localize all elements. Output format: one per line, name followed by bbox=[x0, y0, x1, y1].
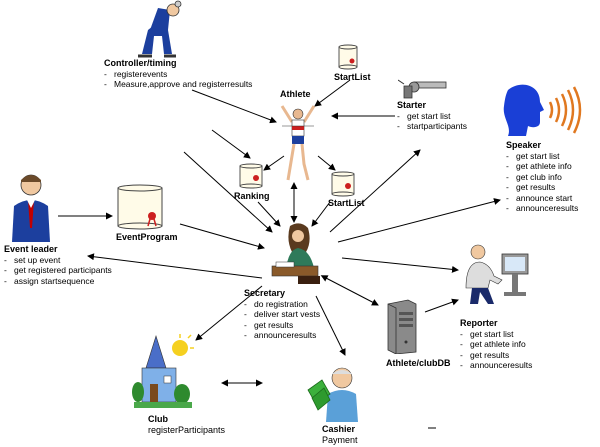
controller-timing-items: registerevents Measure,approve and regis… bbox=[104, 69, 252, 90]
arrow-eventprogram-secretary bbox=[179, 223, 265, 250]
reporter-item: get start list bbox=[460, 329, 532, 340]
cashier-subtitle: Payment bbox=[322, 434, 358, 445]
runner-icon bbox=[280, 105, 316, 181]
arrow-secretary-cashier bbox=[315, 295, 346, 356]
server-tower-icon bbox=[387, 299, 417, 354]
eventprogram-node: EventProgram bbox=[116, 232, 178, 243]
running-man-stopwatch-icon bbox=[138, 0, 182, 58]
event-leader-item: set up event bbox=[4, 255, 112, 266]
arrow-secretary-db bbox=[320, 275, 379, 306]
arrow-ranking-secretary bbox=[257, 201, 281, 227]
woman-writing-icon bbox=[271, 223, 320, 284]
speaker-item: announce start bbox=[506, 193, 578, 204]
scroll-icon bbox=[117, 184, 163, 230]
controller-item: registerevents bbox=[104, 69, 252, 80]
computer-user-icon bbox=[465, 244, 529, 304]
arrow-controller-athlete bbox=[191, 89, 277, 124]
reporter-item: get results bbox=[460, 350, 532, 361]
startlist-mid-title: StartList bbox=[328, 198, 365, 208]
event-leader-title: Event leader bbox=[4, 244, 58, 254]
startlist-mid-node: StartList bbox=[328, 198, 365, 209]
cashier-node: Cashier Payment bbox=[322, 424, 358, 445]
starter-item: get start list bbox=[397, 111, 467, 122]
startlist-top-node: StartList bbox=[334, 72, 371, 83]
scroll-icon bbox=[338, 44, 358, 70]
arrow-athlete-startlist bbox=[317, 155, 336, 171]
arrow-secretary-eventleader bbox=[87, 253, 263, 279]
scroll-icon bbox=[239, 163, 263, 189]
reporter-node: Reporter get start list get athlete info… bbox=[460, 318, 532, 371]
scroll-icon bbox=[331, 171, 355, 197]
starter-item: startparticipants bbox=[397, 121, 467, 132]
arrow-secretary-speaker bbox=[337, 198, 501, 243]
secretary-item: get results bbox=[244, 320, 320, 331]
athlete-node: Athlete bbox=[280, 89, 311, 100]
event-leader-items: set up event get registered participants… bbox=[4, 255, 112, 287]
speaker-items: get start list get athlete info get club… bbox=[506, 151, 578, 214]
club-node: Club registerParticipants bbox=[148, 414, 225, 435]
speaker-title: Speaker bbox=[506, 140, 542, 150]
speaker-item: get start list bbox=[506, 151, 578, 162]
businessman-icon bbox=[12, 174, 50, 242]
athlete-title: Athlete bbox=[280, 89, 311, 99]
secretary-title: Secretary bbox=[244, 288, 286, 298]
arrow-startlist-secretary bbox=[311, 201, 331, 227]
cashier-title: Cashier bbox=[322, 424, 356, 434]
reporter-item: get athlete info bbox=[460, 339, 532, 350]
event-leader-node: Event leader set up event get registered… bbox=[4, 244, 112, 286]
reporter-title: Reporter bbox=[460, 318, 498, 328]
man-with-money-icon bbox=[307, 367, 358, 422]
arrow-athlete-ranking bbox=[263, 155, 285, 171]
starter-pistol-icon bbox=[398, 79, 447, 99]
arrow-secretary-starter bbox=[329, 149, 421, 233]
event-leader-item: get registered participants bbox=[4, 265, 112, 276]
controller-item: Measure,approve and registerresults bbox=[104, 79, 252, 90]
secretary-item: deliver start vests bbox=[244, 309, 320, 320]
reporter-items: get start list get athlete info get resu… bbox=[460, 329, 532, 371]
starter-title: Starter bbox=[397, 100, 427, 110]
controller-timing-node: Controller/timing registerevents Measure… bbox=[104, 58, 252, 90]
controller-timing-title: Controller/timing bbox=[104, 58, 177, 68]
arrow-controller-secretary bbox=[183, 151, 273, 233]
arrow-secretary-club bbox=[195, 285, 263, 341]
secretary-node: Secretary do registration deliver start … bbox=[244, 288, 320, 341]
secretary-item: announceresults bbox=[244, 330, 320, 341]
starter-node: Starter get start list startparticipants bbox=[397, 100, 467, 132]
speaking-head-icon bbox=[503, 84, 582, 136]
ranking-node: Ranking bbox=[234, 191, 270, 202]
event-leader-item: assign startsequence bbox=[4, 276, 112, 287]
arrow-startlist-athlete bbox=[314, 79, 351, 107]
secretary-item: do registration bbox=[244, 299, 320, 310]
speaker-item: get results bbox=[506, 182, 578, 193]
arrow-controller-ranking bbox=[211, 129, 251, 159]
arrow-secretary-reporter bbox=[341, 257, 459, 273]
speaker-item: announceresults bbox=[506, 203, 578, 214]
db-node: Athlete/clubDB bbox=[386, 358, 451, 369]
db-title: Athlete/clubDB bbox=[386, 358, 451, 368]
startlist-top-title: StartList bbox=[334, 72, 371, 82]
club-subtitle: registerParticipants bbox=[148, 424, 226, 435]
arrow-db-reporter bbox=[424, 298, 459, 313]
starter-items: get start list startparticipants bbox=[397, 111, 467, 132]
secretary-items: do registration deliver start vests get … bbox=[244, 299, 320, 341]
eventprogram-title: EventProgram bbox=[116, 232, 178, 242]
speaker-item: get athlete info bbox=[506, 161, 578, 172]
speaker-item: get club info bbox=[506, 172, 578, 183]
ranking-title: Ranking bbox=[234, 191, 270, 201]
club-title: Club bbox=[148, 414, 168, 424]
speaker-node: Speaker get start list get athlete info … bbox=[506, 140, 578, 214]
house-icon bbox=[132, 334, 194, 408]
reporter-item: announceresults bbox=[460, 360, 532, 371]
